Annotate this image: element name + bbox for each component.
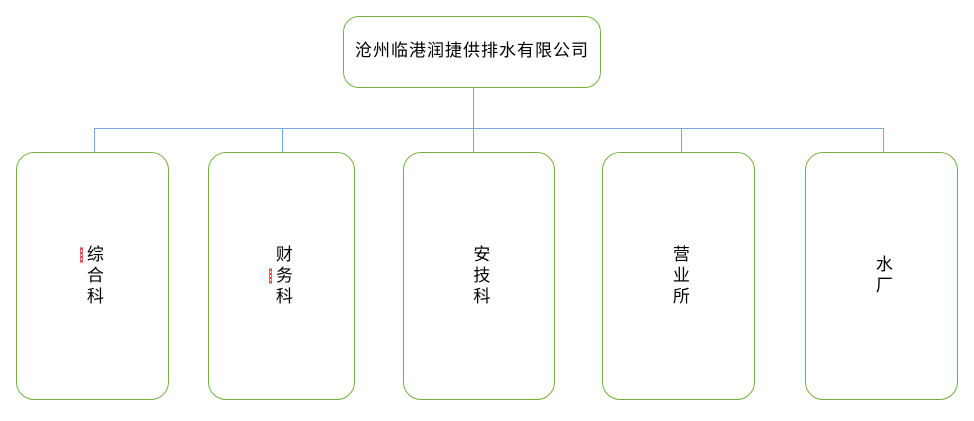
org-node-child-1-label: 综合科 [80,245,105,308]
org-node-child-3[interactable]: 安技科 [403,152,555,400]
org-node-child-5[interactable]: 水厂 [805,152,958,400]
glyph-spellcheck-flagged: 综 [82,244,103,266]
connector-root-stem [473,88,475,128]
glyph: 合 [82,265,103,287]
org-node-child-3-label: 安技科 [467,245,492,308]
glyph: 所 [668,286,689,308]
glyph: 安 [469,244,490,266]
glyph: 水 [871,255,892,276]
org-node-child-2-label: 财务科 [269,245,294,308]
org-node-child-1[interactable]: 综合科 [16,152,169,400]
connector-drop-2 [282,128,284,152]
org-node-root-label: 沧州临港润捷供排水有限公司 [355,41,589,62]
connector-drop-1 [94,128,96,152]
glyph-spellcheck-flagged: 务 [271,265,292,287]
glyph: 科 [82,286,103,308]
connector-drop-4 [681,128,683,152]
connector-horizontal-bus [94,128,883,130]
glyph: 财 [271,244,292,266]
glyph: 厂 [871,276,892,297]
org-node-child-4[interactable]: 营业所 [602,152,755,400]
glyph: 业 [668,265,689,287]
glyph: 科 [469,286,490,308]
connector-drop-3 [473,128,475,152]
connector-drop-5 [883,128,885,152]
org-node-root[interactable]: 沧州临港润捷供排水有限公司 [343,16,601,88]
glyph: 营 [668,244,689,266]
org-node-child-2[interactable]: 财务科 [208,152,355,400]
org-node-child-4-label: 营业所 [666,245,691,308]
glyph: 技 [469,265,490,287]
org-node-child-5-label: 水厂 [869,255,894,297]
glyph: 科 [271,286,292,308]
